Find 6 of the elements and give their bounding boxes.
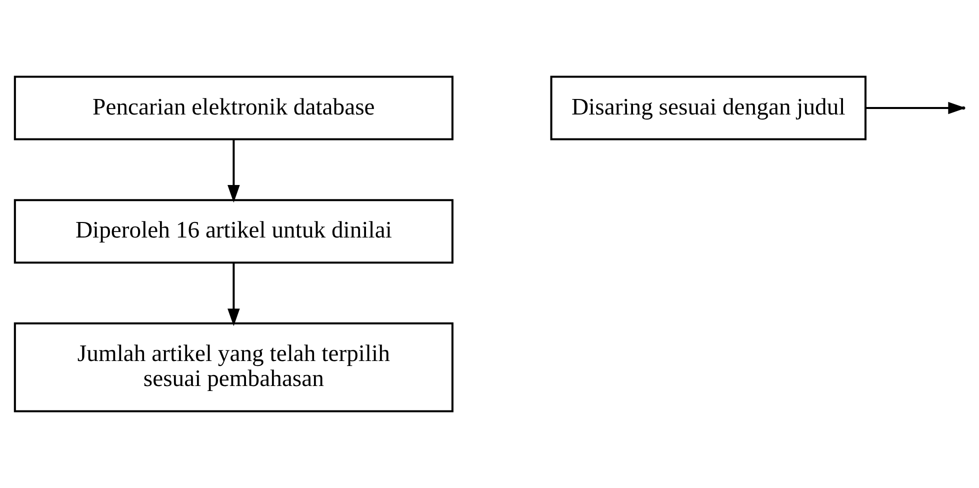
node-box: Disaring sesuai dengan judul bbox=[550, 76, 866, 140]
node-box: Pencarian elektronik database bbox=[14, 76, 454, 140]
node-box: Jumlah artikel yang telah terpilih sesuai pembahasan bbox=[14, 322, 454, 412]
node-box: Diperoleh 16 artikel untuk dinilai bbox=[14, 199, 454, 264]
arrow bbox=[228, 263, 240, 326]
arrow bbox=[228, 139, 240, 203]
